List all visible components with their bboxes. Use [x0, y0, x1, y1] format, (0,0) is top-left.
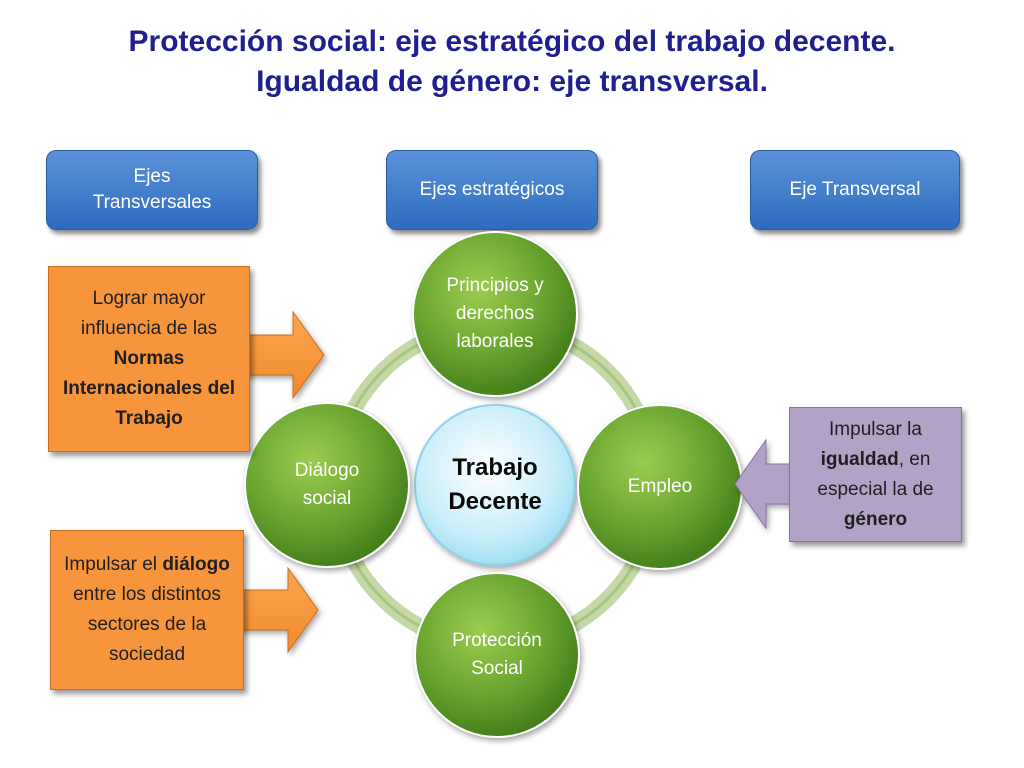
- box-dialogo-text: Impulsar el diálogo entre los distintos …: [61, 550, 233, 670]
- box-igualdad-bold-1: igualdad: [820, 448, 899, 470]
- center-label-line-1: Trabajo: [452, 454, 538, 481]
- arrow-right-icon: [239, 310, 325, 400]
- box-dialogo-pre: Impulsar el: [64, 554, 158, 575]
- center-circle: [414, 404, 576, 566]
- title-line-2: Igualdad de género: eje transversal.: [256, 65, 768, 98]
- center-label: Trabajo Decente: [425, 448, 565, 522]
- box-normas-text: Lograr mayor influencia de las Normas In…: [59, 284, 239, 434]
- box-normas-internacionales: Lograr mayor influencia de las Normas In…: [48, 266, 250, 452]
- node-proteccion-label: Protección Social: [452, 630, 542, 679]
- box-normas-pre: Lograr mayor influencia de las: [80, 288, 218, 339]
- box-igualdad-text: Impulsar la igualdad, en especial la de …: [800, 415, 951, 535]
- box-dialogo-post: entre los distintos sectores de la socie…: [73, 584, 221, 665]
- center-label-line-2: Decente: [448, 488, 542, 515]
- arrow-right-icon: [237, 566, 319, 654]
- node-empleo-label: Empleo: [627, 476, 693, 497]
- node-dialogo-label: Diálogo social: [294, 460, 360, 509]
- node-principios-label: Principios y derechos laborales: [446, 275, 544, 352]
- header-eje-transversal: Eje Transversal: [750, 150, 960, 230]
- node-principios: [412, 231, 578, 397]
- box-dialogo-bold: diálogo: [162, 554, 230, 575]
- box-igualdad-bold-2: género: [843, 508, 908, 530]
- header-eje-transversal-label: Eje Transversal: [789, 179, 921, 200]
- header-ejes-estrategicos: Ejes estratégicos: [386, 150, 598, 230]
- title-line-1: Protección social: eje estratégico del t…: [128, 25, 896, 58]
- box-igualdad: Impulsar la igualdad, en especial la de …: [789, 407, 962, 542]
- box-dialogo: Impulsar el diálogo entre los distintos …: [50, 530, 244, 690]
- node-dialogo: [244, 402, 410, 568]
- node-proteccion: [414, 572, 580, 738]
- header-ejes-transversales-label: Ejes Transversales: [92, 166, 212, 213]
- box-igualdad-pre: Impulsar la: [829, 418, 922, 440]
- header-ejes-transversales: Ejes Transversales: [46, 150, 258, 230]
- slide-title: Protección social: eje estratégico del t…: [40, 22, 984, 102]
- box-igualdad-mid: , en especial la de: [817, 448, 934, 500]
- box-normas-bold: Normas Internacionales del Trabajo: [62, 348, 236, 429]
- header-ejes-estrategicos-label: Ejes estratégicos: [419, 179, 565, 200]
